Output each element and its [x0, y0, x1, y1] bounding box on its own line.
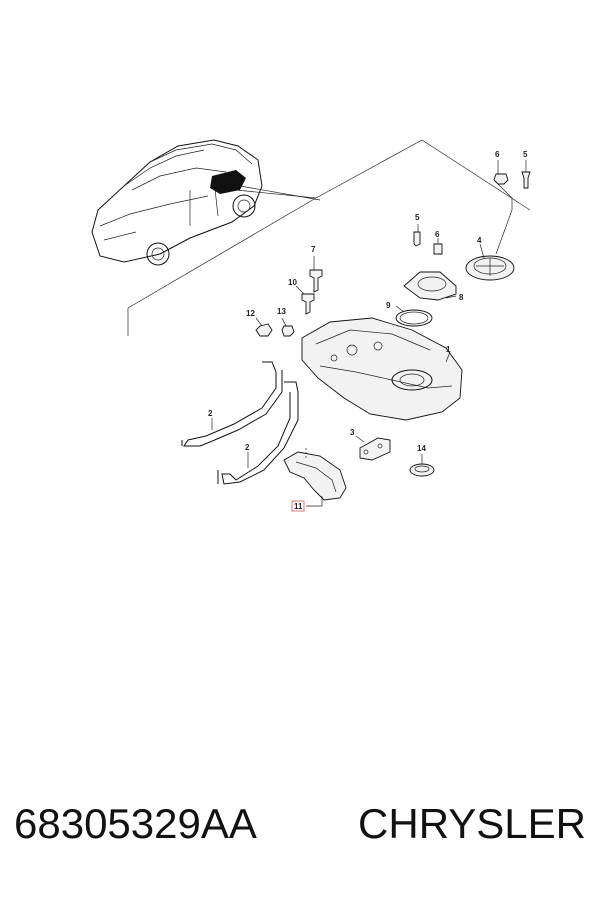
callout-7: 7	[311, 245, 316, 254]
vehicle-illustration	[91, 139, 263, 266]
footer: 68305329AA CHRYSLER	[0, 800, 600, 860]
callout-5-upper: 5	[523, 150, 528, 159]
fastener-part-5-upper	[521, 171, 531, 189]
lock-ring-part-8	[403, 271, 457, 301]
callout-10: 10	[288, 278, 297, 287]
callout-3: 3	[350, 428, 355, 437]
tank-strap-lower	[217, 381, 299, 485]
fuel-tank-exploded-diagram: 1 2 2 3 4 5 5 6 6 7 8 9 10 11 12 13 14	[91, 139, 531, 512]
fastener-part-10	[301, 293, 315, 315]
callout-11: 11	[294, 502, 303, 511]
callout-labels: 1 2 2 3 4 5 5 6 6 7 8 9 10 11 12 13 14	[208, 150, 528, 511]
callout-11-highlight	[291, 500, 305, 512]
callout-5-lower: 5	[415, 213, 420, 222]
callout-9: 9	[386, 301, 391, 310]
detail-projection-lines	[127, 139, 531, 336]
callout-4: 4	[477, 236, 482, 245]
fastener-part-5-lower	[413, 231, 421, 247]
callout-2-upper: 2	[208, 409, 213, 418]
tank-strap-upper	[181, 361, 283, 447]
fastener-part-6-upper	[493, 173, 509, 185]
callout-14: 14	[417, 444, 426, 453]
callout-8: 8	[459, 293, 464, 302]
part-number: 68305329AA	[14, 800, 257, 847]
callout-6-lower: 6	[435, 230, 440, 239]
brand-name: CHRYSLER	[358, 800, 586, 847]
callout-2-lower: 2	[245, 443, 250, 452]
callout-1: 1	[446, 345, 451, 354]
callout-12: 12	[246, 309, 255, 318]
pump-module-part-4	[465, 255, 515, 281]
leader-lines	[211, 160, 527, 507]
seal-ring-part-9	[395, 309, 433, 327]
nut-part-13	[281, 325, 295, 337]
nut-part-12	[255, 323, 273, 337]
bracket-part-3	[359, 437, 391, 461]
callout-13: 13	[277, 307, 286, 316]
callout-6-upper: 6	[495, 150, 500, 159]
cap-part-14	[409, 463, 435, 477]
heat-shield-part-11	[283, 451, 347, 501]
fastener-part-6-lower	[433, 243, 443, 255]
fastener-part-7	[309, 269, 323, 293]
fuel-tank-part-1	[301, 317, 463, 421]
